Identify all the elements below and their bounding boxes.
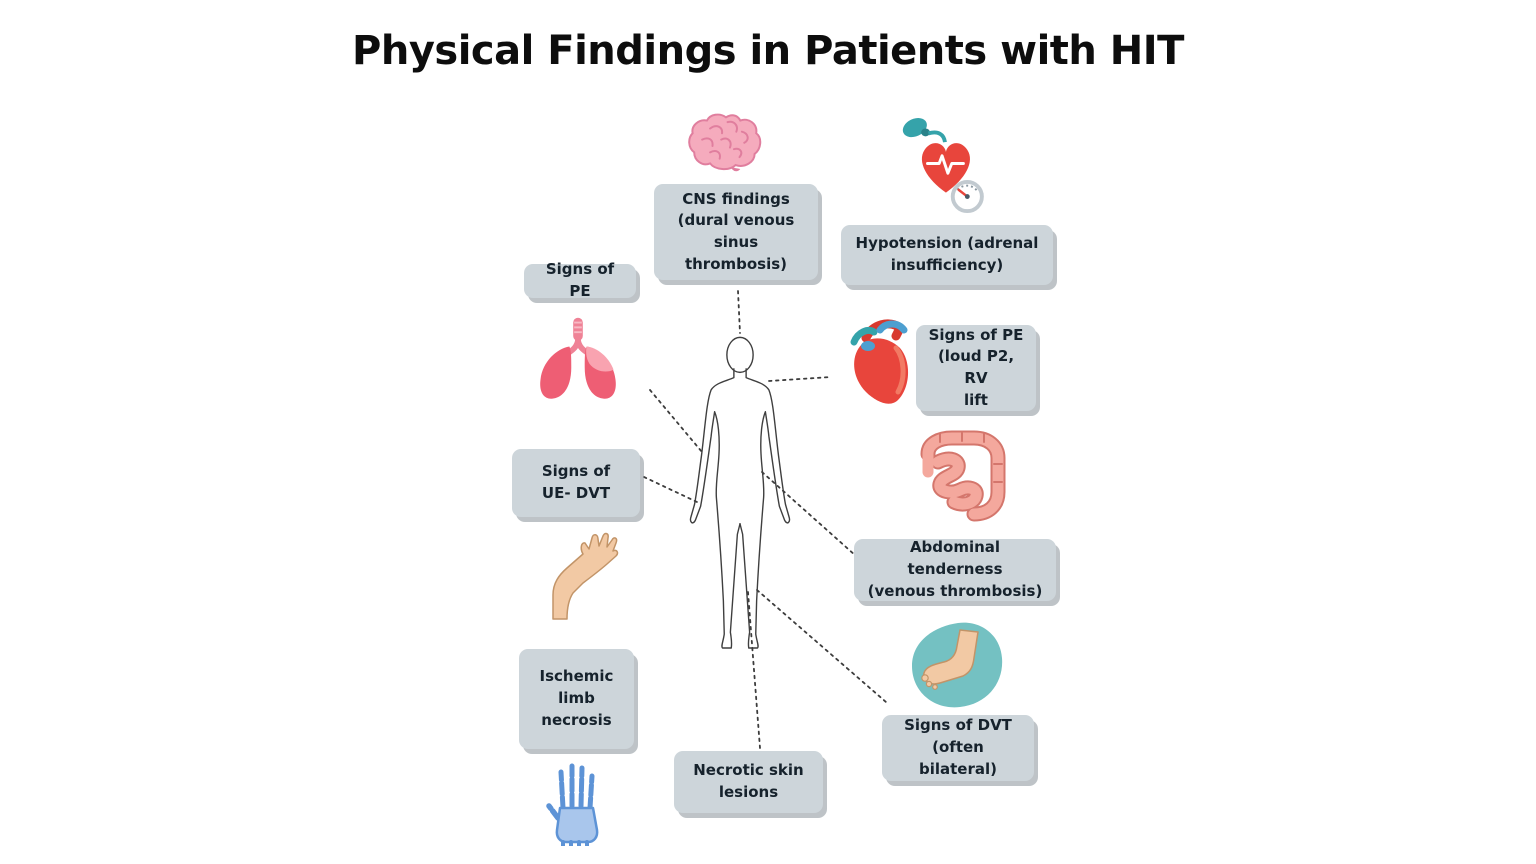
connector-line-necrotic xyxy=(747,591,761,749)
arm-icon xyxy=(547,531,619,621)
blood-pressure-monitor-icon xyxy=(895,113,993,215)
label-abdominal-tenderness: Abdominal tenderness (venous thrombosis) xyxy=(854,538,1056,601)
connector-line-heart xyxy=(768,376,832,382)
label-signs-of-ue-dvt: Signs of UE- DVT xyxy=(512,449,640,517)
lungs-icon xyxy=(530,315,626,405)
connector-line-lungs xyxy=(649,389,703,453)
brain-icon xyxy=(686,111,766,173)
connector-line-dvt xyxy=(756,589,887,703)
label-signs-of-dvt: Signs of DVT (often bilateral) xyxy=(882,715,1034,781)
heart-icon xyxy=(846,316,918,412)
human-body-figure xyxy=(670,333,810,683)
label-necrotic-skin-lesions: Necrotic skin lesions xyxy=(674,751,823,813)
diagram-title: Physical Findings in Patients with HIT xyxy=(352,28,1184,74)
label-signs-of-pe-loud-p2: Signs of PE (loud P2, RV lift xyxy=(916,325,1036,411)
label-hypotension: Hypotension (adrenal insufficiency) xyxy=(841,225,1053,285)
connector-line-cns xyxy=(737,290,741,334)
connector-line-abdominal xyxy=(761,471,857,557)
label-ischemic-limb-necrosis: Ischemic limb necrosis xyxy=(519,649,634,749)
connector-line-ue-dvt xyxy=(643,476,698,503)
label-cns-findings: CNS findings (dural venous sinus thrombo… xyxy=(654,184,818,280)
intestines-icon xyxy=(908,430,1012,526)
foot-icon xyxy=(908,620,1006,710)
skeletal-hand-icon xyxy=(546,760,606,846)
label-signs-of-pe: Signs of PE xyxy=(524,260,636,300)
